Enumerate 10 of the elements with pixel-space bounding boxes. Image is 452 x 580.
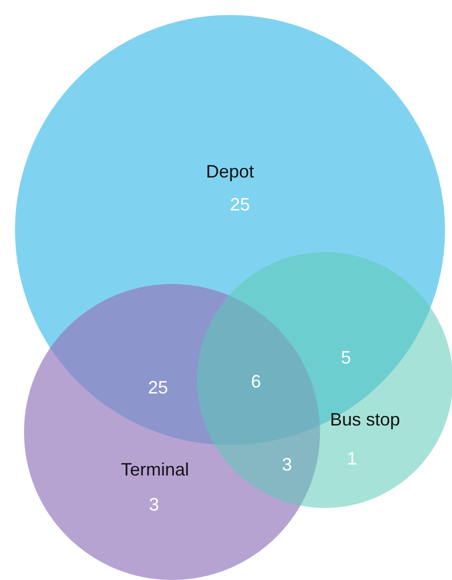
set-label: Depot (206, 162, 254, 182)
region-count: 3 (149, 494, 159, 516)
region-count: 6 (251, 372, 261, 392)
region-count: 1 (347, 448, 357, 470)
region-count: 5 (341, 348, 351, 368)
region-count: 25 (148, 378, 168, 398)
region-count: 3 (282, 454, 292, 476)
set-label: Bus stop (330, 410, 400, 430)
region-count: 25 (230, 194, 250, 216)
set-label: Terminal (120, 460, 190, 480)
